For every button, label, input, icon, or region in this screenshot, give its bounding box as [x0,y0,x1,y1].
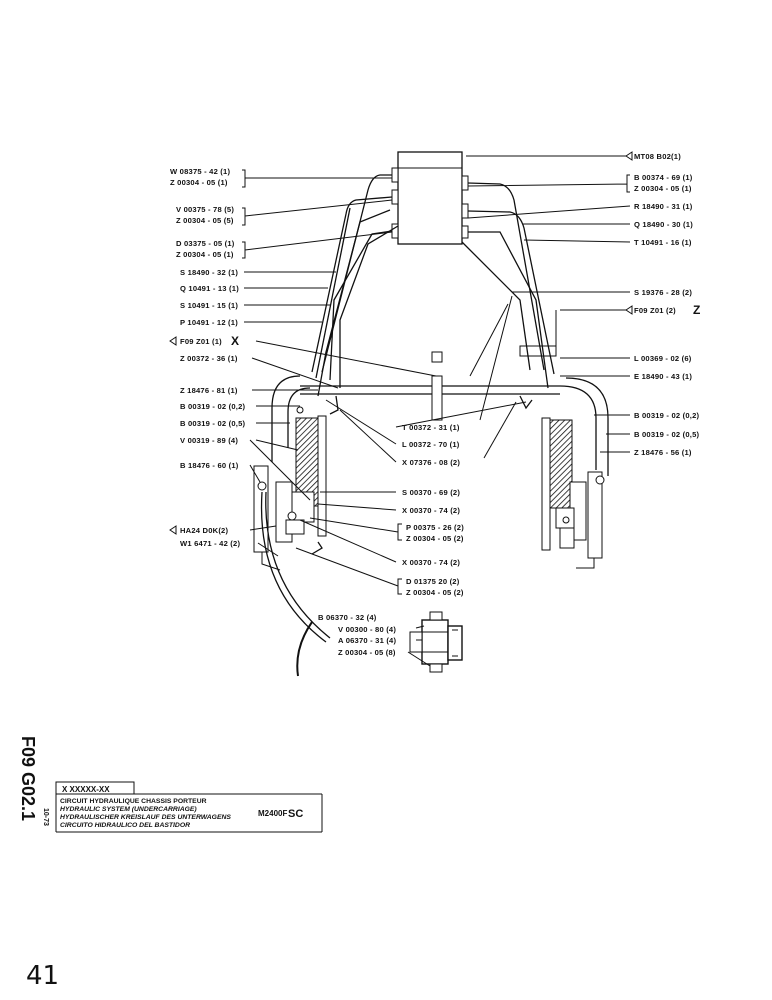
callout-z00304-b: Z 00304 - 05 (5) [176,216,234,225]
sheet-id: F09 G02.1 [18,736,38,821]
callout-v00375: V 00375 - 78 (5) [176,205,234,214]
callout-f09-z01-z: Z [693,303,700,317]
callout-b00374: B 00374 - 69 (1) [634,173,693,182]
callout-z00304-c: Z 00304 - 05 (1) [176,250,234,259]
fitting-detail [296,611,463,677]
hydraulic-hoses [271,174,609,476]
callout-q18490: Q 18490 - 30 (1) [634,220,693,229]
callout-l00372: L 00372 - 70 (1) [402,440,460,449]
sheet-date: 10-73 [42,808,49,826]
callout-b00319-d: B 00319 - 02 (0,5) [634,430,699,439]
title-code: X XXXXX-XX [62,785,110,794]
long-return-hose [260,491,331,643]
leader-lines [169,151,633,667]
callout-ha24: HA24 D0K(2) [180,526,228,535]
callout-z00372: Z 00372 - 36 (1) [180,354,238,363]
callout-b00319-a: B 00319 - 02 (0,2) [180,402,245,411]
callout-q10491: Q 10491 - 13 (1) [180,284,239,293]
callout-d03375: D 03375 - 05 (1) [176,239,235,248]
callout-b06370: B 06370 - 32 (4) [318,613,377,622]
callout-s18490: S 18490 - 32 (1) [180,268,238,277]
page-number: 41 [26,961,59,991]
valve-block [391,151,469,245]
callout-f09-ref: F09 Z01 (1) [180,337,222,346]
callout-v00319: V 00319 - 89 (4) [180,436,238,445]
callout-e18490: E 18490 - 43 (1) [634,372,692,381]
callout-x00370-b: X 00370 - 74 (2) [402,558,460,567]
callout-f09-z01: F09 Z01 (2) [634,306,676,315]
callout-s10491: S 10491 - 15 (1) [180,301,238,310]
callout-b00319-b: B 00319 - 02 (0,5) [180,419,245,428]
callout-b18476: B 18476 - 60 (1) [180,461,239,470]
title-line-de: HYDRAULISCHER KREISLAUF DES UNTERWAGENS [60,814,231,821]
callout-p00375: P 00375 - 26 (2) [406,523,464,532]
callout-z00304-d: Z 00304 - 05 (1) [634,184,692,193]
callout-x07376: X 07376 - 08 (2) [402,458,460,467]
callout-labels-center: T 00372 - 31 (1) L 00372 - 70 (1) X 0737… [318,423,464,657]
callout-s00370: S 00370 - 69 (2) [402,488,460,497]
callout-x00370-a: X 00370 - 74 (2) [402,506,460,515]
callout-labels-right: MT08 B02(1) B 00374 - 69 (1) Z 00304 - 0… [634,152,700,457]
callout-a06370: A 06370 - 31 (4) [338,636,396,645]
title-block: X XXXXX-XX CIRCUIT HYDRAULIQUE CHASSIS P… [18,736,323,833]
callout-labels-left: W 08375 - 42 (1) Z 00304 - 05 (1) V 0037… [170,167,245,548]
callout-p10491: P 10491 - 12 (1) [180,318,238,327]
title-line-es: CIRCUITO HIDRAULICO DEL BASTIDOR [60,822,190,829]
title-model: M2400F [258,809,287,818]
callout-z00304-g: Z 00304 - 05 (8) [338,648,396,657]
callout-f09-ref-x: X [231,334,239,348]
callout-w08375: W 08375 - 42 (1) [170,167,230,176]
callout-w16471: W1 6471 - 42 (2) [180,539,240,548]
callout-b00319-c: B 00319 - 02 (0,2) [634,411,699,420]
callout-s19376: S 19376 - 28 (2) [634,288,692,297]
title-line-en: HYDRAULIC SYSTEM (UNDERCARRIAGE) [60,806,197,813]
callout-t10491: T 10491 - 16 (1) [634,238,692,247]
left-cylinder-assembly [253,406,327,571]
callout-d01375: D 01375 20 (2) [406,577,460,586]
callout-t00372: T 00372 - 31 (1) [402,423,460,432]
callout-l00369: L 00369 - 02 (6) [634,354,692,363]
title-model-suffix: SC [288,808,303,820]
right-cylinder-assembly [541,417,605,569]
callout-v00300: V 00300 - 80 (4) [338,625,396,634]
callout-z00304-e: Z 00304 - 05 (2) [406,534,464,543]
callout-mt08: MT08 B02(1) [634,152,681,161]
callout-z00304-f: Z 00304 - 05 (2) [406,588,464,597]
callout-z18476-right: Z 18476 - 56 (1) [634,448,692,457]
callout-z18476-left: Z 18476 - 81 (1) [180,386,238,395]
title-line-fr: CIRCUIT HYDRAULIQUE CHASSIS PORTEUR [60,798,207,805]
callout-z00304-a: Z 00304 - 05 (1) [170,178,228,187]
callout-r18490: R 18490 - 31 (1) [634,202,693,211]
